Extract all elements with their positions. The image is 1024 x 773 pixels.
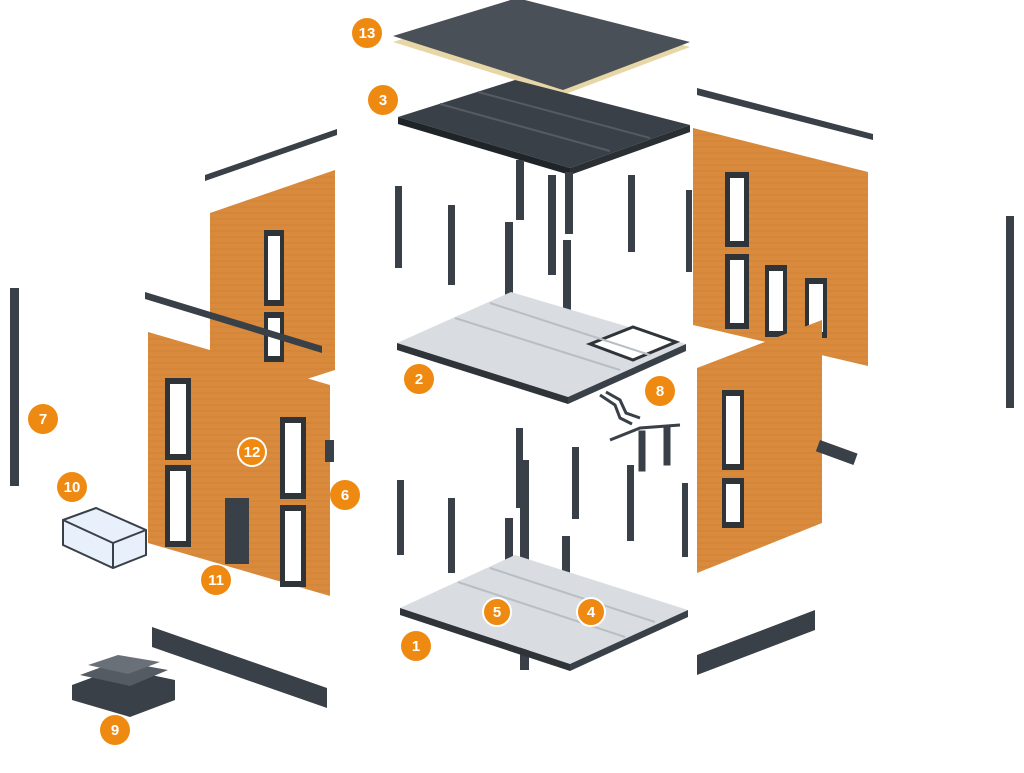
- left-lower-wall: [148, 332, 330, 596]
- callout-7: 7: [28, 404, 58, 434]
- entrance-steps: [72, 655, 175, 717]
- callout-8: 8: [645, 376, 675, 406]
- right-upper-wall: [693, 128, 868, 366]
- corner-post-right: [1006, 216, 1014, 408]
- posts-and-beams: [10, 216, 1014, 708]
- corner-post-left: [10, 288, 19, 486]
- upper-columns: [395, 160, 692, 315]
- callout-5: 5: [482, 597, 512, 627]
- callout-10: 10: [57, 472, 87, 502]
- callout-9: 9: [100, 715, 130, 745]
- upper-beams: [205, 88, 873, 181]
- callout-12: 12: [237, 437, 267, 467]
- right-lower-wall: [697, 320, 822, 573]
- door-shape: [225, 498, 249, 564]
- left-beam: [145, 292, 322, 353]
- roof-covering: [393, 0, 690, 95]
- callout-1: 1: [401, 631, 431, 661]
- callout-6: 6: [330, 480, 360, 510]
- base-floor-frame: [400, 555, 688, 671]
- frame-module: [62, 506, 147, 570]
- callout-13: 13: [352, 18, 382, 48]
- staircase: [599, 390, 681, 472]
- callout-3: 3: [368, 85, 398, 115]
- middle-floor-frame: [397, 292, 686, 404]
- roof-frame: [398, 80, 690, 175]
- callout-2: 2: [404, 364, 434, 394]
- callout-4: 4: [576, 597, 606, 627]
- callout-11: 11: [201, 565, 231, 595]
